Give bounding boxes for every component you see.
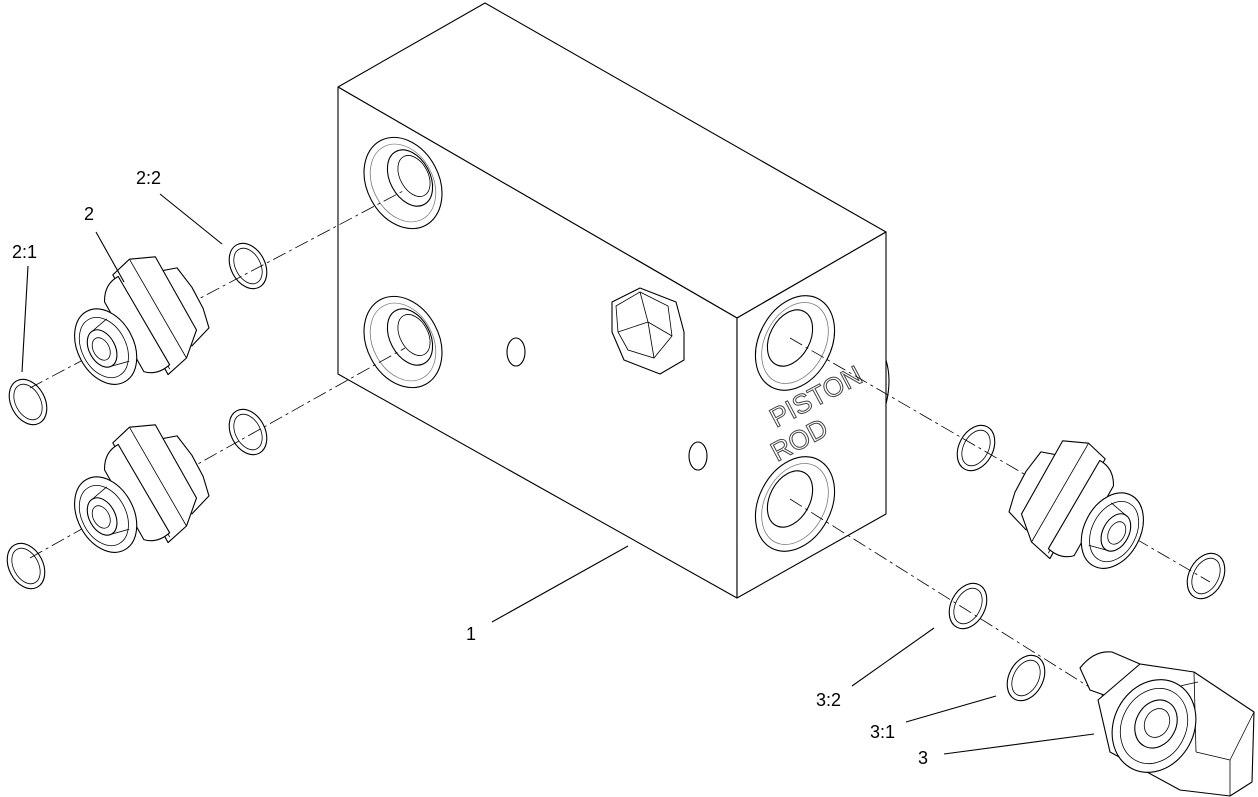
small-hole xyxy=(506,337,526,367)
fitting-upper-left xyxy=(49,238,224,408)
small-hole xyxy=(688,441,708,471)
lower-port xyxy=(363,295,443,389)
oring-2-1-lower xyxy=(0,536,53,596)
piston-port xyxy=(754,295,836,391)
leader-lines xyxy=(21,193,1095,755)
oring-2-2-lower xyxy=(221,402,275,462)
manifold-block xyxy=(337,2,890,599)
fitting-right-straight xyxy=(994,422,1169,592)
hex-plug xyxy=(611,287,685,375)
callout-2: 2 xyxy=(84,204,94,224)
callout-3-1: 3:1 xyxy=(870,722,895,742)
oring-right-inner xyxy=(949,418,1003,478)
oring-3-1 xyxy=(999,648,1053,708)
oring-right-outer xyxy=(1179,546,1233,606)
elbow-fitting xyxy=(1079,651,1255,797)
callout-3-2: 3:2 xyxy=(816,690,841,710)
callout-2-2: 2:2 xyxy=(136,168,161,188)
oring-3-2 xyxy=(941,576,995,636)
upper-port xyxy=(363,136,443,230)
oring-2-2-upper xyxy=(221,236,275,296)
oring-2-1-upper xyxy=(1,372,55,432)
fitting-lower-left xyxy=(49,406,224,576)
callout-1: 1 xyxy=(466,624,476,644)
rod-port xyxy=(754,456,836,552)
callout-2-1: 2:1 xyxy=(12,242,37,262)
callout-3: 3 xyxy=(918,748,928,768)
